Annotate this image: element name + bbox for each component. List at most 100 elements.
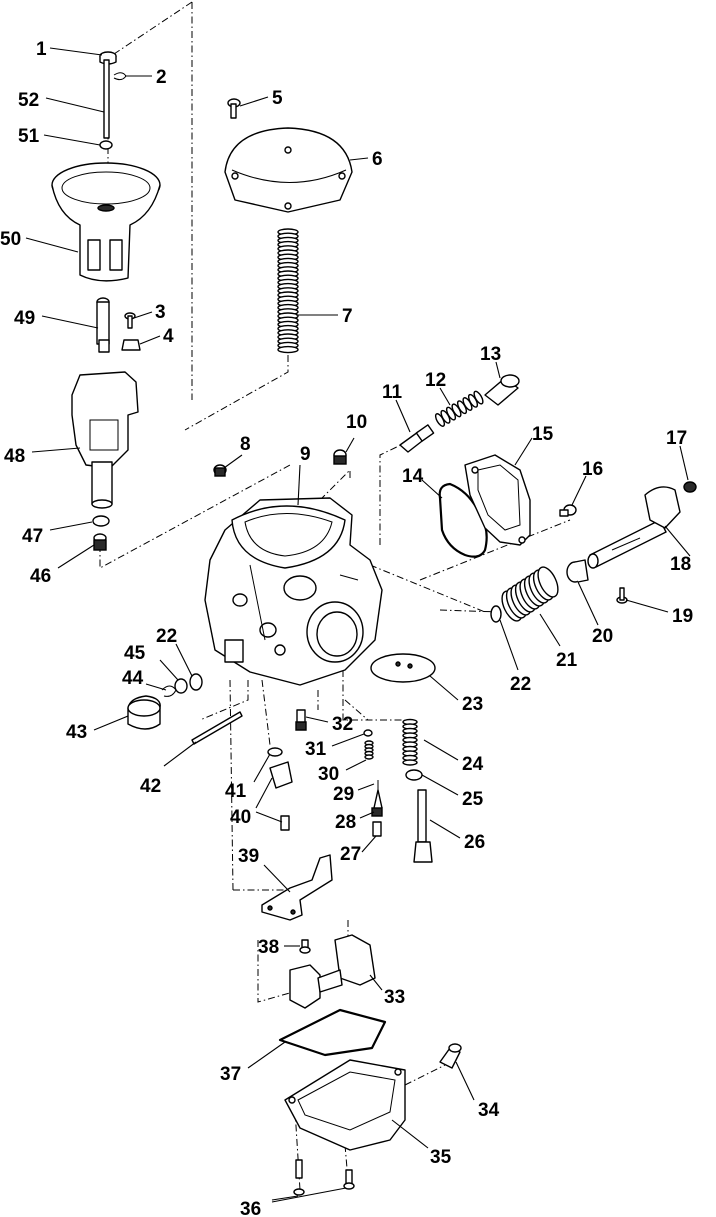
svg-text:21: 21 [556, 650, 578, 671]
svg-text:27: 27 [340, 844, 361, 865]
callouts: 1 2 3 4 5 6 7 8 9 10 11 12 13 14 15 16 1… [0, 39, 693, 1217]
svg-text:48: 48 [4, 446, 25, 467]
svg-text:24: 24 [462, 754, 484, 775]
callout-20: 20 [577, 581, 613, 647]
svg-text:5: 5 [272, 88, 283, 109]
part-33-float [289, 934, 376, 1009]
svg-text:36: 36 [240, 1199, 261, 1217]
callout-26: 26 [429, 819, 485, 853]
callout-6: 6 [349, 149, 383, 170]
callout-18: 18 [664, 525, 691, 575]
part-43-cap [127, 695, 161, 730]
part-11-pilot-screw [399, 424, 435, 453]
part-52-needle [103, 59, 110, 139]
callout-24: 24 [423, 739, 484, 775]
callout-29: 29 [333, 783, 375, 805]
part-30-spring [364, 740, 374, 760]
part-22-washer-right [490, 605, 502, 623]
callout-7: 7 [296, 306, 353, 327]
callout-1: 1 [36, 39, 103, 60]
part-18-shaft [587, 486, 681, 569]
part-9-carburetor-body [204, 497, 383, 686]
part-46-jet [93, 533, 107, 551]
svg-text:32: 32 [332, 714, 353, 735]
part-50-diaphragm [51, 162, 161, 282]
part-10-plug [333, 449, 347, 465]
part-32-jet [295, 709, 307, 731]
callout-42: 42 [140, 741, 197, 797]
part-8-plug [213, 464, 227, 477]
callout-52: 52 [18, 90, 105, 113]
assembly-guide-lines [99, 1, 571, 1191]
svg-text:39: 39 [238, 846, 259, 867]
svg-text:22: 22 [156, 626, 177, 647]
svg-text:52: 52 [18, 90, 39, 111]
callout-35: 35 [391, 1119, 452, 1168]
svg-text:18: 18 [670, 554, 691, 575]
svg-text:8: 8 [240, 434, 251, 455]
svg-text:51: 51 [18, 126, 40, 147]
part-39-bracket [261, 854, 333, 921]
svg-text:11: 11 [382, 382, 403, 403]
svg-text:9: 9 [300, 444, 311, 465]
callout-27: 27 [340, 835, 377, 865]
callout-21: 21 [539, 613, 578, 671]
svg-text:7: 7 [342, 306, 353, 327]
callout-13: 13 [480, 344, 501, 379]
svg-text:25: 25 [462, 789, 484, 810]
svg-text:1: 1 [36, 39, 47, 60]
part-20-bushing [566, 559, 589, 583]
svg-text:13: 13 [480, 344, 501, 365]
callout-10: 10 [345, 412, 367, 453]
part-36-screws [293, 1159, 355, 1196]
part-41-o-ring [267, 747, 283, 757]
svg-text:50: 50 [0, 229, 21, 250]
callout-46: 46 [30, 544, 95, 587]
part-31-o-ring [363, 729, 373, 737]
callout-19: 19 [625, 599, 693, 627]
part-51-washer [99, 140, 113, 150]
part-22-washer-left [189, 673, 203, 691]
part-14-gasket [438, 482, 488, 558]
svg-text:29: 29 [333, 784, 354, 805]
part-4-nut [121, 339, 141, 351]
callout-48: 48 [4, 446, 81, 467]
part-35-float-bowl [284, 1059, 406, 1151]
callout-44: 44 [122, 668, 167, 691]
part-44-clip [161, 685, 177, 697]
part-17-plug [683, 481, 697, 493]
svg-text:3: 3 [155, 302, 166, 323]
svg-text:10: 10 [346, 412, 367, 433]
callout-11: 11 [382, 382, 411, 433]
callout-32: 32 [305, 714, 353, 735]
svg-text:31: 31 [305, 739, 327, 760]
callout-36: 36 [240, 1187, 347, 1217]
svg-text:37: 37 [220, 1064, 241, 1085]
callout-4: 4 [139, 326, 174, 347]
callout-43: 43 [66, 715, 129, 743]
callout-38: 38 [258, 937, 300, 958]
svg-text:35: 35 [430, 1147, 452, 1168]
callout-37: 37 [220, 1041, 286, 1085]
svg-text:49: 49 [14, 308, 35, 329]
part-26-screw [413, 789, 433, 863]
callout-8: 8 [223, 434, 251, 469]
callout-34: 34 [455, 1061, 500, 1121]
callout-30: 30 [318, 759, 367, 785]
callout-22-right: 22 [499, 619, 531, 695]
svg-text:30: 30 [318, 764, 339, 785]
part-7-spring [277, 228, 299, 354]
callout-16: 16 [571, 459, 603, 506]
svg-text:26: 26 [464, 832, 485, 853]
svg-text:16: 16 [582, 459, 603, 480]
callout-23: 23 [429, 675, 483, 715]
svg-text:46: 46 [30, 566, 51, 587]
svg-text:41: 41 [225, 781, 247, 802]
callout-31: 31 [305, 733, 365, 760]
callout-39: 39 [238, 846, 291, 893]
callout-22-left: 22 [156, 626, 193, 677]
callout-3: 3 [133, 302, 166, 323]
part-2-clip [113, 72, 127, 81]
svg-text:6: 6 [372, 149, 383, 170]
